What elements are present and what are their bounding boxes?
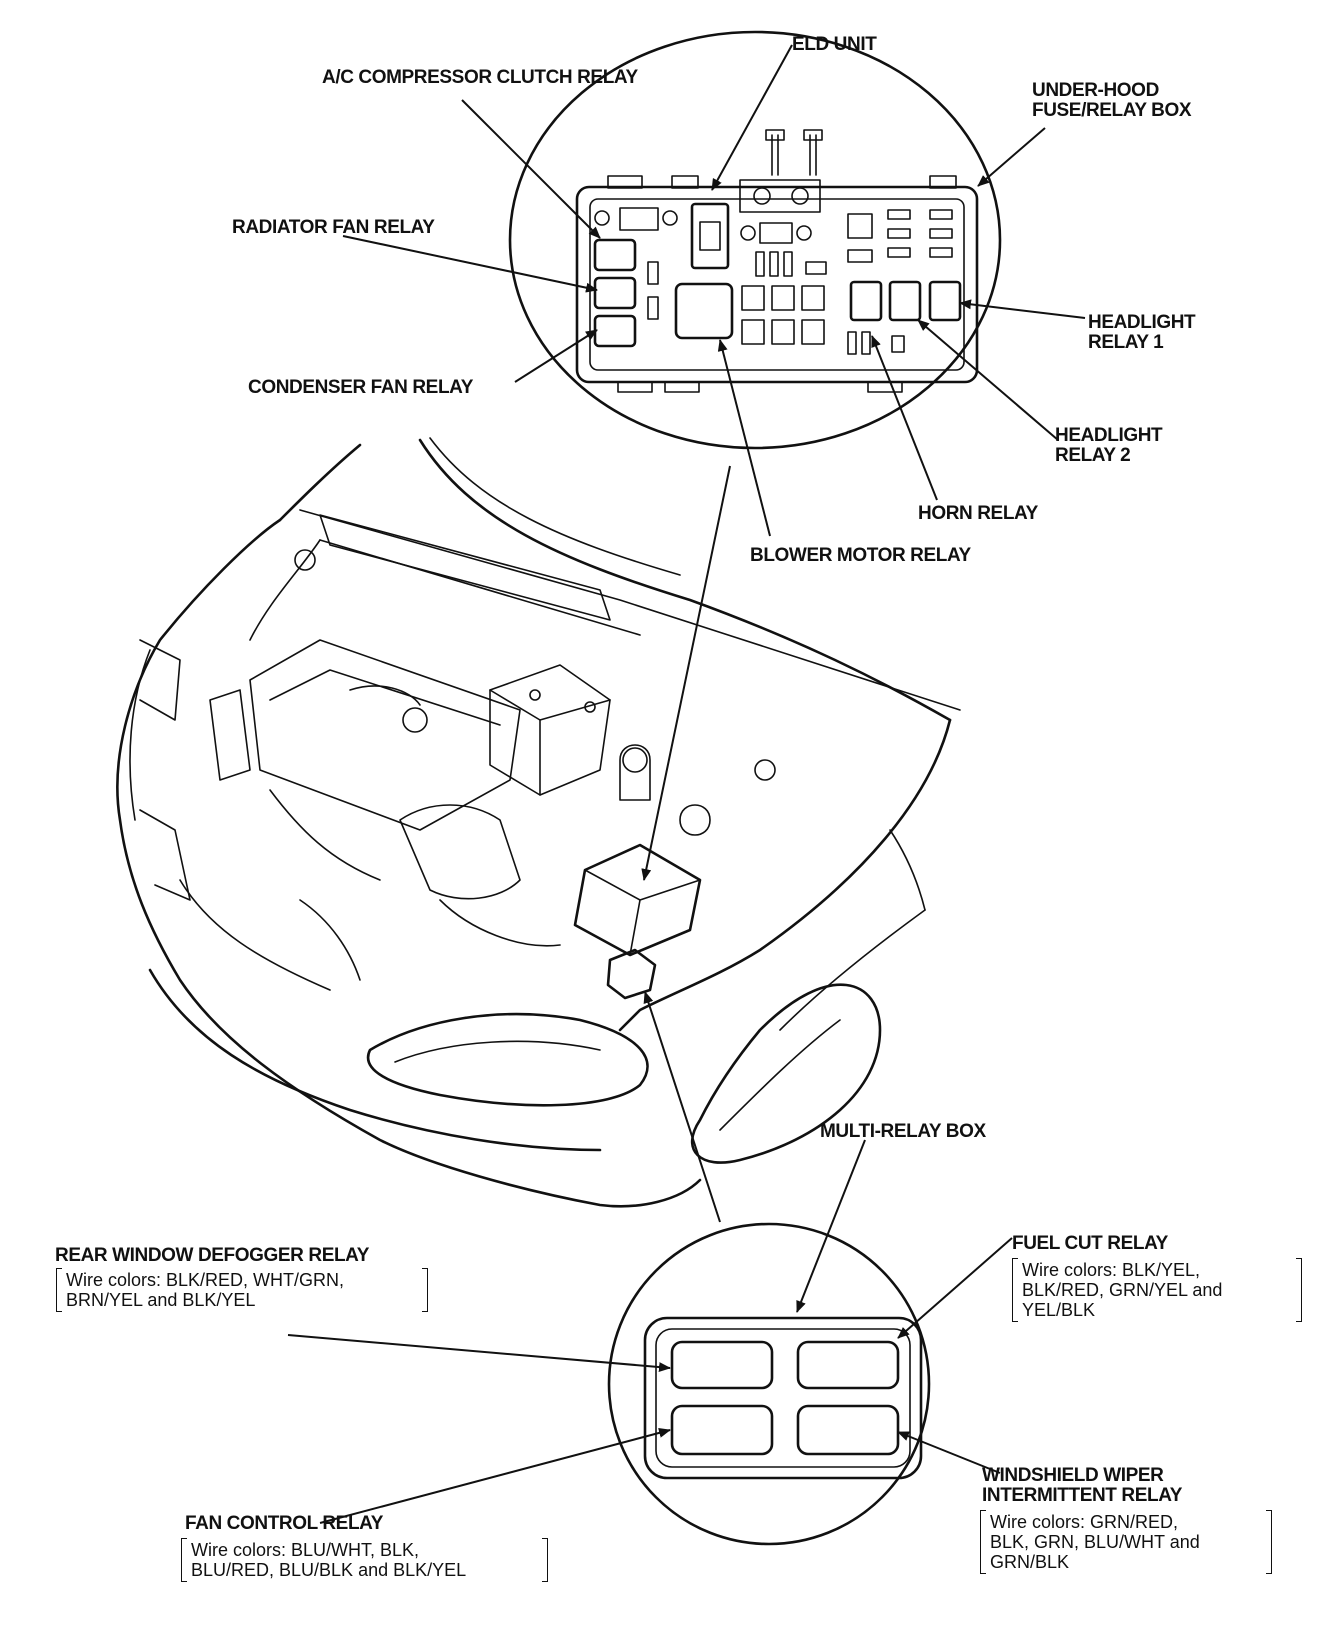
wire-colors-rear-window-defogger: Wire colors: BLK/RED, WHT/GRN, BRN/YEL a… xyxy=(56,1268,428,1312)
label-horn-relay: HORN RELAY xyxy=(918,503,1038,524)
wire-colors-fan-control: Wire colors: BLU/WHT, BLK, BLU/RED, BLU/… xyxy=(181,1538,548,1582)
wire-colors-line: GRN/BLK xyxy=(990,1552,1070,1572)
ac-compressor-clutch-relay-block xyxy=(593,238,637,272)
label-headlight-relay-1-line1: HEADLIGHT xyxy=(1088,312,1196,333)
wire-colors-line: Wire colors: GRN/RED, xyxy=(990,1512,1179,1532)
label-headlight-relay-2-line1: HEADLIGHT xyxy=(1055,425,1163,446)
label-condenser-fan-relay: CONDENSER FAN RELAY xyxy=(248,377,474,398)
fuse-box-callout-ellipse xyxy=(508,30,1002,450)
label-rear-window-defogger-relay: REAR WINDOW DEFOGGER RELAY xyxy=(55,1245,370,1266)
wire-colors-line: Wire colors: BLU/WHT, BLK, xyxy=(191,1540,420,1560)
wire-colors-fuel-cut: Wire colors: BLK/YEL, BLK/RED, GRN/YEL a… xyxy=(1012,1258,1302,1322)
label-radiator-fan-relay: RADIATOR FAN RELAY xyxy=(232,217,435,238)
multi-relay-box xyxy=(643,1316,923,1480)
wire-colors-windshield-wiper: Wire colors: GRN/RED, BLK, GRN, BLU/WHT … xyxy=(980,1510,1272,1574)
label-headlight-relay-1-line2: RELAY 1 xyxy=(1088,332,1164,353)
fan-control-relay-block xyxy=(670,1404,774,1456)
wire-colors-line: BRN/YEL and BLK/YEL xyxy=(66,1290,256,1310)
wire-colors-line: Wire colors: BLK/YEL, xyxy=(1022,1260,1201,1280)
label-windshield-wiper-relay-line2: INTERMITTENT RELAY xyxy=(982,1485,1183,1506)
label-fuel-cut-relay: FUEL CUT RELAY xyxy=(1012,1233,1168,1254)
headlight-relay-1-block xyxy=(928,280,962,322)
under-hood-fuse-relay-box xyxy=(575,129,979,393)
horn-relay-block xyxy=(849,280,883,322)
label-under-hood-fuse-relay-box-line2: FUSE/RELAY BOX xyxy=(1032,100,1192,121)
eld-unit-block xyxy=(690,202,730,270)
wire-colors-line: BLK/RED, GRN/YEL and xyxy=(1022,1280,1223,1300)
label-windshield-wiper-relay-line1: WINDSHIELD WIPER xyxy=(982,1465,1164,1486)
label-fan-control-relay: FAN CONTROL RELAY xyxy=(185,1513,383,1534)
condenser-fan-relay-block xyxy=(593,314,637,348)
windshield-wiper-intermittent-relay-block xyxy=(796,1404,900,1456)
blower-motor-relay-block xyxy=(674,282,734,340)
radiator-fan-relay-block xyxy=(593,276,637,310)
headlight-relay-2-block xyxy=(888,280,922,322)
wire-colors-line: YEL/BLK xyxy=(1022,1300,1096,1320)
leader-lines xyxy=(287,44,1086,1524)
rear-window-defogger-relay-block xyxy=(670,1340,774,1390)
label-under-hood-fuse-relay-box-line1: UNDER-HOOD xyxy=(1032,80,1159,101)
wire-colors-line: BLK, GRN, BLU/WHT and xyxy=(990,1532,1200,1552)
wire-colors-line: Wire colors: BLK/RED, WHT/GRN, xyxy=(66,1270,345,1290)
label-ac-compressor-clutch-relay: A/C COMPRESSOR CLUTCH RELAY xyxy=(322,67,638,88)
label-eld-unit: ELD UNIT xyxy=(792,34,877,55)
label-multi-relay-box: MULTI-RELAY BOX xyxy=(820,1121,986,1142)
fuel-cut-relay-block xyxy=(796,1340,900,1390)
wire-colors-line: BLU/RED, BLU/BLK and BLK/YEL xyxy=(191,1560,467,1580)
car-engine-compartment xyxy=(116,437,961,1208)
multi-relay-callout-circle xyxy=(607,1222,931,1546)
label-blower-motor-relay: BLOWER MOTOR RELAY xyxy=(750,545,971,566)
label-headlight-relay-2-line2: RELAY 2 xyxy=(1055,445,1131,466)
